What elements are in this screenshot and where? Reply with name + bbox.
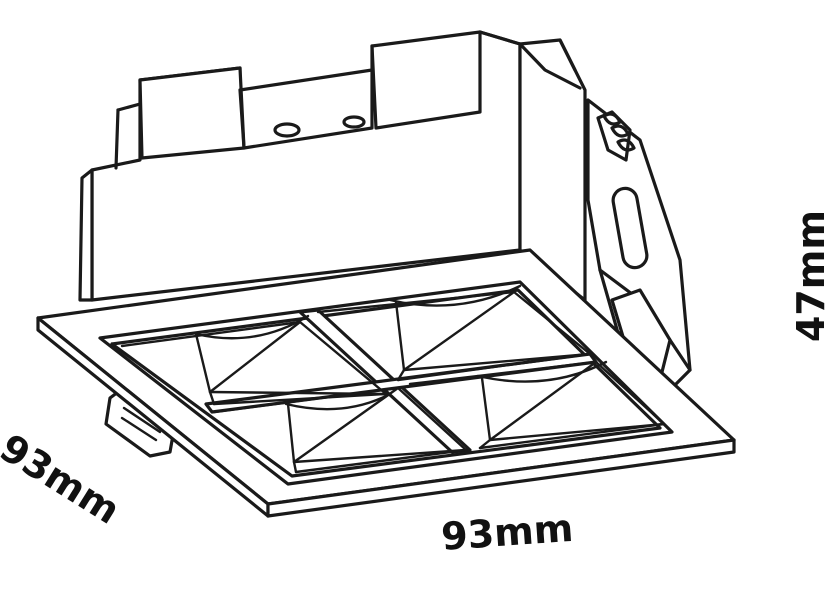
reflector-grid — [120, 284, 666, 474]
downlight-line-drawing — [36, 30, 736, 518]
product-diagram: 93mm 93mm 47mm — [0, 30, 833, 559]
driver-housing — [78, 30, 587, 302]
reflector-cell — [408, 360, 666, 450]
spring-clip — [586, 98, 692, 392]
width-dimension-label: 93mm — [439, 505, 575, 559]
screw-icon — [342, 115, 366, 129]
height-dimension-label: 47mm — [789, 210, 833, 343]
trim-frame — [36, 248, 736, 518]
reflector-cell — [212, 386, 468, 474]
screw-icon — [273, 122, 301, 138]
reflector-cell — [316, 284, 592, 382]
